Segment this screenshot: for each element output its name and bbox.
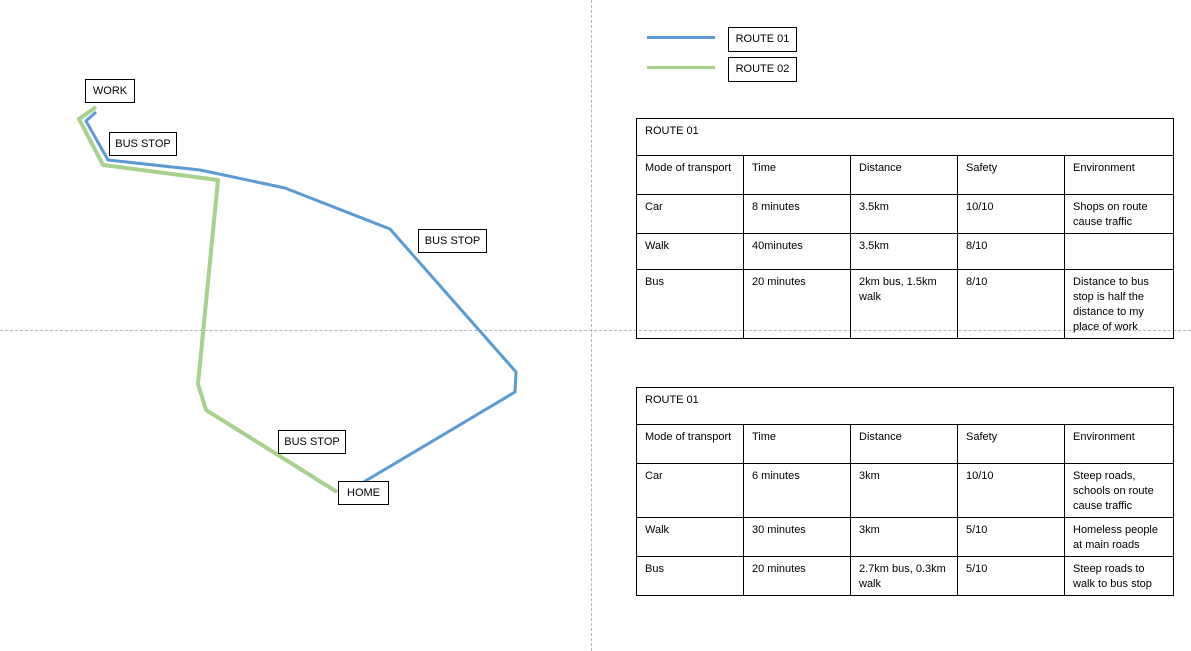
cell-distance: 3.5km — [850, 194, 958, 234]
horizontal-guide-line — [0, 330, 1191, 331]
cell-distance: 3km — [850, 517, 958, 557]
cell-time: 20 minutes — [743, 269, 851, 339]
header-mode: Mode of transport — [636, 155, 744, 195]
table-row: Car 6 minutes 3km 10/10 Steep roads, sch… — [636, 463, 1175, 518]
cell-distance: 3km — [850, 463, 958, 518]
route-01-path — [84, 110, 518, 485]
header-mode: Mode of transport — [636, 424, 744, 464]
cell-time: 20 minutes — [743, 556, 851, 596]
cell-distance: 2.7km bus, 0.3km walk — [850, 556, 958, 596]
cell-mode: Walk — [636, 233, 744, 270]
header-environment: Environment — [1063, 155, 1175, 195]
cell-mode: Bus — [636, 269, 744, 339]
cell-time: 6 minutes — [743, 463, 851, 518]
route-table-2: ROUTE 01 Mode of transport Time Distance… — [635, 387, 1175, 596]
cell-distance: 3.5km — [850, 233, 958, 270]
cell-safety: 10/10 — [957, 194, 1065, 234]
cell-time: 30 minutes — [743, 517, 851, 557]
cell-environment: Homeless people at main roads — [1063, 517, 1175, 557]
work-label: WORK — [85, 79, 135, 103]
cell-mode: Walk — [636, 517, 744, 557]
header-environment: Environment — [1063, 424, 1175, 464]
cell-mode: Bus — [636, 556, 744, 596]
header-time: Time — [743, 155, 851, 195]
cell-time: 8 minutes — [743, 194, 851, 234]
cell-environment: Shops on route cause traffic — [1063, 194, 1175, 234]
bus-stop-label-top: BUS STOP — [109, 132, 177, 156]
table-row: Walk 30 minutes 3km 5/10 Homeless people… — [636, 517, 1175, 557]
header-safety: Safety — [957, 424, 1065, 464]
cell-time: 40minutes — [743, 233, 851, 270]
legend-label-route-02: ROUTE 02 — [728, 57, 797, 82]
cell-safety: 5/10 — [957, 556, 1065, 596]
cell-environment — [1063, 233, 1175, 270]
legend-line-route-02 — [647, 66, 715, 69]
cell-mode: Car — [636, 194, 744, 234]
bus-stop-label-right: BUS STOP — [418, 229, 487, 253]
cell-mode: Car — [636, 463, 744, 518]
route-02-path — [77, 105, 339, 494]
table-row: Walk 40minutes 3.5km 8/10 — [636, 233, 1175, 270]
table-title: ROUTE 01 — [635, 118, 1175, 156]
route-map — [77, 105, 518, 494]
cell-environment: Steep roads, schools on route cause traf… — [1063, 463, 1175, 518]
table-row: Car 8 minutes 3.5km 10/10 Shops on route… — [636, 194, 1175, 234]
legend-label-route-01: ROUTE 01 — [728, 27, 797, 52]
cell-safety: 8/10 — [957, 233, 1065, 270]
cell-safety: 8/10 — [957, 269, 1065, 339]
cell-safety: 5/10 — [957, 517, 1065, 557]
legend-line-route-01 — [647, 36, 715, 39]
bus-stop-label-bottom: BUS STOP — [278, 430, 346, 454]
cell-safety: 10/10 — [957, 463, 1065, 518]
cell-environment: Steep roads to walk to bus stop — [1063, 556, 1175, 596]
header-safety: Safety — [957, 155, 1065, 195]
header-distance: Distance — [850, 424, 958, 464]
table-row: Bus 20 minutes 2km bus, 1.5km walk 8/10 … — [636, 269, 1175, 339]
home-label: HOME — [338, 481, 389, 505]
vertical-guide-line — [591, 0, 592, 651]
cell-distance: 2km bus, 1.5km walk — [850, 269, 958, 339]
table-row: Bus 20 minutes 2.7km bus, 0.3km walk 5/1… — [636, 556, 1175, 596]
header-time: Time — [743, 424, 851, 464]
table-title: ROUTE 01 — [635, 387, 1175, 425]
header-distance: Distance — [850, 155, 958, 195]
cell-environment: Distance to bus stop is half the distanc… — [1063, 269, 1175, 339]
route-table-1: ROUTE 01 Mode of transport Time Distance… — [635, 118, 1175, 339]
